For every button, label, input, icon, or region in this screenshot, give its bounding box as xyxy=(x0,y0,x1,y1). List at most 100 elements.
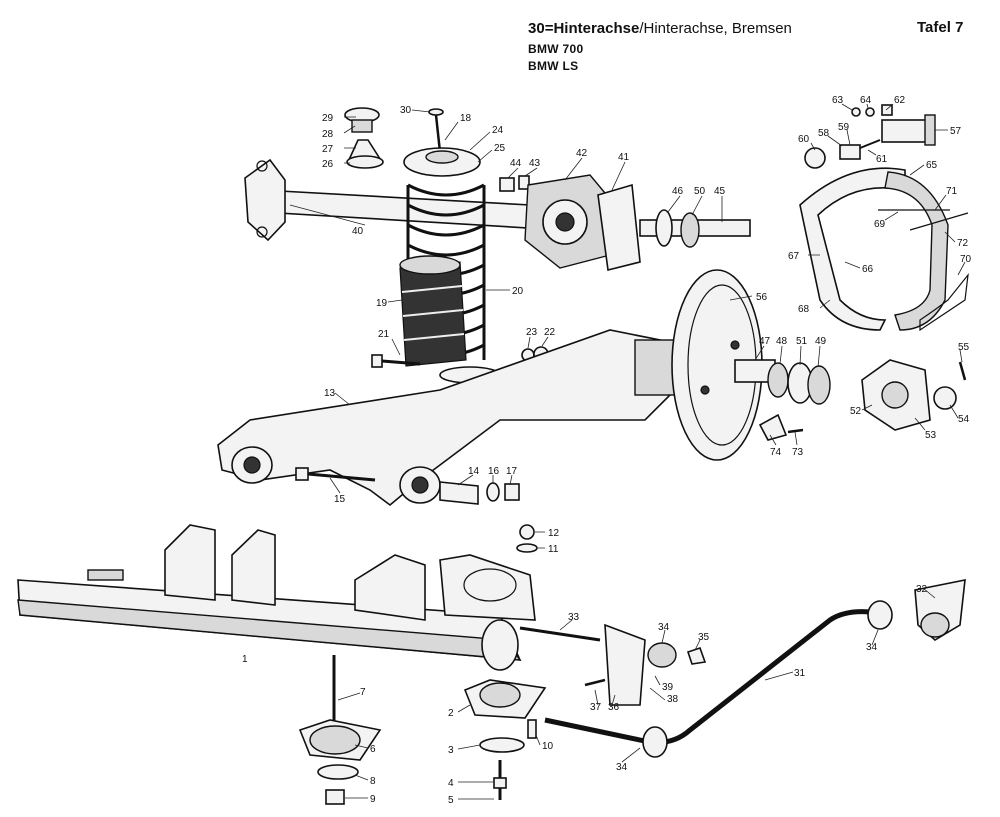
callout-65: 65 xyxy=(926,160,938,171)
callout-4: 4 xyxy=(448,778,454,789)
callout-16: 16 xyxy=(488,466,500,477)
callout-26: 26 xyxy=(322,159,334,170)
callout-69: 69 xyxy=(874,219,886,230)
leader-lines xyxy=(289,103,966,800)
callout-31: 31 xyxy=(794,668,806,679)
rubber-buffer-set xyxy=(344,107,384,169)
callout-39: 39 xyxy=(662,682,674,693)
callout-14: 14 xyxy=(468,466,480,477)
callout-32: 32 xyxy=(916,584,928,595)
callout-38: 38 xyxy=(667,694,679,705)
callout-34-lower: 34 xyxy=(616,762,628,773)
axle-tube xyxy=(244,158,531,242)
callout-49: 49 xyxy=(815,336,827,347)
title-separator: = xyxy=(544,20,554,37)
callout-59: 59 xyxy=(838,122,850,133)
trailing-arm xyxy=(217,329,676,507)
callout-3: 3 xyxy=(448,745,454,756)
brake-shoes xyxy=(799,167,969,332)
universal-joint xyxy=(524,174,641,271)
wheel-bearings xyxy=(734,359,831,405)
spring-bolt xyxy=(428,108,444,153)
small-nuts xyxy=(499,175,549,362)
callout-1: 1 xyxy=(242,654,248,665)
callout-46: 46 xyxy=(672,186,684,197)
wheel-cylinder xyxy=(804,104,936,169)
pivot-bolt xyxy=(295,467,520,505)
callout-60: 60 xyxy=(798,134,810,145)
callout-33: 33 xyxy=(568,612,580,623)
callout-45: 45 xyxy=(714,186,726,197)
callout-9: 9 xyxy=(370,794,376,805)
callout-37: 37 xyxy=(590,702,602,713)
coil-spring xyxy=(403,147,501,384)
title-primary: Hinterachse xyxy=(553,20,640,37)
bracket-74 xyxy=(758,413,804,441)
callout-67: 67 xyxy=(788,251,800,262)
callout-18: 18 xyxy=(460,113,472,124)
callout-40: 40 xyxy=(352,226,364,237)
callout-30: 30 xyxy=(400,105,412,116)
callout-19: 19 xyxy=(376,298,388,309)
callout-36: 36 xyxy=(608,702,620,713)
callout-11: 11 xyxy=(548,544,559,555)
model-line-1: BMW 700 xyxy=(528,42,584,56)
model-line-2: BMW LS xyxy=(528,59,579,73)
callout-71: 71 xyxy=(946,186,958,197)
crossmember xyxy=(17,524,536,671)
callout-23: 23 xyxy=(526,327,538,338)
stabilizer-bracket xyxy=(519,623,707,706)
callout-34-upper: 34 xyxy=(658,622,670,633)
callout-50: 50 xyxy=(694,186,706,197)
callout-2: 2 xyxy=(448,708,454,719)
title-secondary: /Hinterachse, Bremsen xyxy=(639,20,792,37)
nut-washer-top xyxy=(516,524,538,553)
callout-34-right: 34 xyxy=(866,642,878,653)
callout-43: 43 xyxy=(529,158,541,169)
callout-35: 35 xyxy=(698,632,710,643)
rubber-mount-center xyxy=(463,679,547,800)
stabilizer-bar xyxy=(544,600,893,758)
callout-68: 68 xyxy=(798,304,810,315)
callout-74: 74 xyxy=(770,447,782,458)
callout-20: 20 xyxy=(512,286,524,297)
callout-numbers: 29 28 27 26 30 18 24 25 44 43 42 41 46 5… xyxy=(242,95,972,806)
callout-51: 51 xyxy=(796,336,808,347)
callout-8: 8 xyxy=(370,776,376,787)
callout-56: 56 xyxy=(756,292,768,303)
callout-62: 62 xyxy=(894,95,906,106)
callout-54: 54 xyxy=(958,414,970,425)
callout-27: 27 xyxy=(322,144,334,155)
callout-52: 52 xyxy=(850,406,862,417)
callout-66: 66 xyxy=(862,264,874,275)
callout-15: 15 xyxy=(334,494,346,505)
callout-5: 5 xyxy=(448,795,454,806)
bracket-32 xyxy=(914,579,966,641)
drive-shaft xyxy=(639,209,751,248)
callout-6: 6 xyxy=(370,744,376,755)
callout-55: 55 xyxy=(958,342,970,353)
callout-13: 13 xyxy=(324,388,336,399)
callout-47: 47 xyxy=(759,336,771,347)
callout-72: 72 xyxy=(957,238,969,249)
wheel-hub xyxy=(861,359,967,431)
plate-number: 30 xyxy=(528,20,545,37)
callout-29: 29 xyxy=(322,113,334,124)
rubber-helper-spring xyxy=(399,255,467,367)
callout-61: 61 xyxy=(876,154,888,165)
rubber-mount-left xyxy=(298,655,382,805)
callout-17: 17 xyxy=(506,466,518,477)
plate-title: 30=Hinterachse/Hinterachse, Bremsen xyxy=(528,20,792,37)
callout-58: 58 xyxy=(818,128,830,139)
callout-25: 25 xyxy=(494,143,506,154)
callout-10: 10 xyxy=(542,741,554,752)
callout-41: 41 xyxy=(618,152,630,163)
brake-backing-plate xyxy=(671,269,763,461)
bolt-21 xyxy=(371,354,421,368)
callout-24: 24 xyxy=(492,125,504,136)
callout-28: 28 xyxy=(322,129,334,140)
callout-44: 44 xyxy=(510,158,522,169)
callout-12: 12 xyxy=(548,528,560,539)
callout-42: 42 xyxy=(576,148,588,159)
